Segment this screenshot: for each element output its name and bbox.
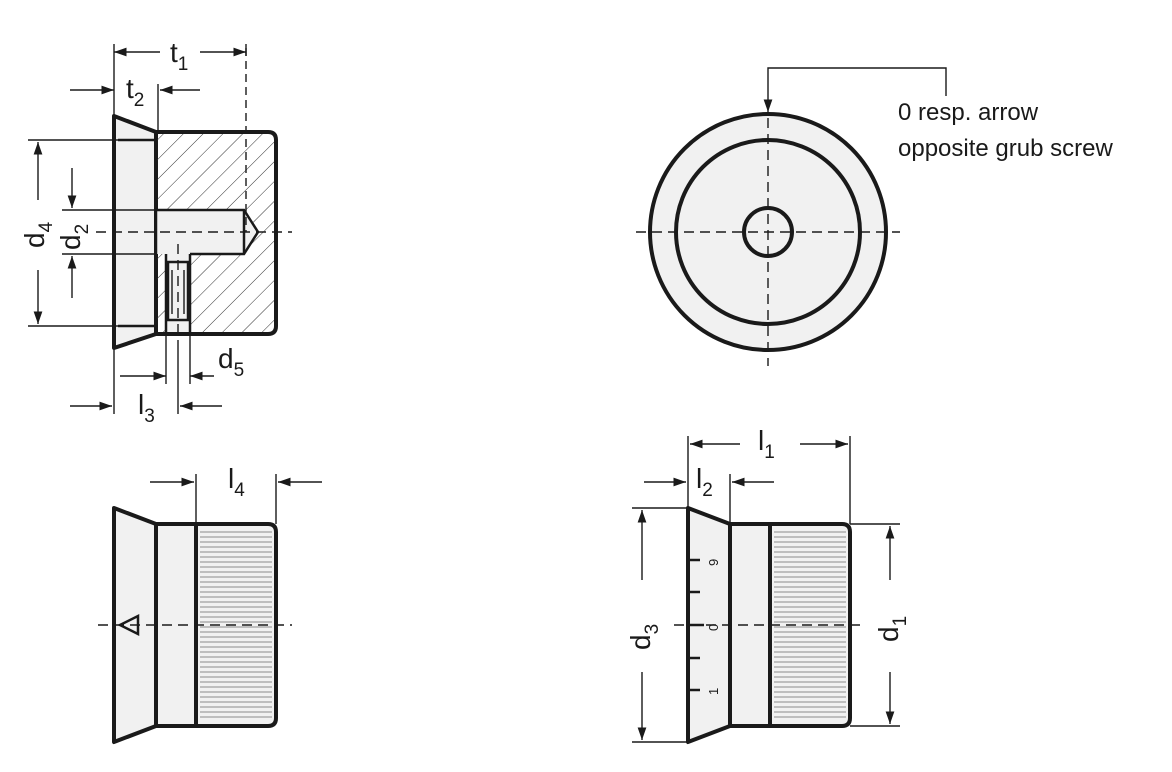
side-view-arrow: l4: [98, 463, 322, 744]
dim-d5: d5: [218, 343, 244, 381]
dim-t1: t1: [170, 37, 188, 75]
dim-t2: t2: [126, 73, 144, 111]
note-line-2: opposite grub screw: [898, 135, 1113, 162]
dim-d2: d2: [55, 224, 93, 250]
triangle-arrow-icon: [117, 613, 140, 637]
dim-l1: l1: [758, 425, 775, 463]
front-view: 0 resp. arrow opposite grub screw: [636, 67, 1113, 366]
scale-mark-1: 1: [706, 688, 721, 695]
section-view: t1 t2 d4 d2 d5 l3: [19, 37, 292, 427]
dim-l3: l3: [138, 389, 155, 427]
scale-mark-0: 0: [706, 624, 721, 631]
dim-l2: l2: [696, 463, 713, 501]
note-line-1: 0 resp. arrow: [898, 99, 1039, 126]
side-view-scale: 9 0 1 l1 l2 d3 d1: [625, 425, 911, 744]
dim-d1: d1: [873, 616, 911, 642]
knurled-body-left: [194, 522, 278, 728]
dim-d3: d3: [625, 624, 663, 650]
dim-d4: d4: [19, 221, 57, 248]
dim-l4: l4: [228, 463, 245, 501]
scale-mark-9: 9: [706, 559, 721, 566]
